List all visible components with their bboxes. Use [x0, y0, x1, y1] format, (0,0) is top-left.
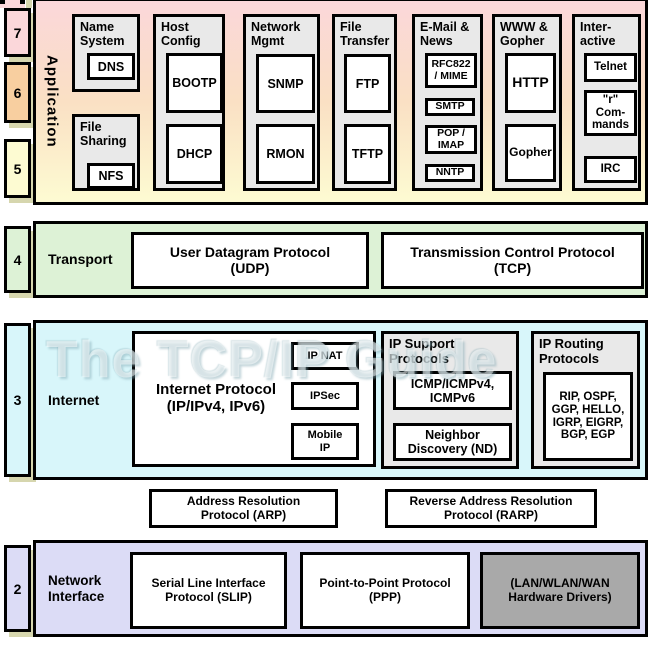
protocol-box-r-commands: "r" Com- mands — [584, 90, 637, 136]
protocol-box-ip-nat: IP NAT — [291, 342, 359, 370]
group-ip-support-protocols: IP Support Protocols ICMP/ICMPv4, ICMPv6… — [381, 331, 519, 469]
protocol-box-mobile-ip: Mobile IP — [291, 423, 359, 460]
group-www-gopher-title: WWW & Gopher — [500, 20, 548, 49]
protocol-box-telnet: Telnet — [584, 53, 637, 82]
group-interactive: Inter- active Telnet "r" Com- mands IRC — [572, 14, 641, 191]
transport-layer-label: Transport — [48, 251, 113, 268]
group-ip-routing-title: IP Routing Protocols — [539, 336, 604, 366]
protocol-box-icmp: ICMP/ICMPv4, ICMPv6 — [393, 371, 512, 410]
group-name-system: Name System DNS — [72, 14, 140, 92]
protocol-box-ip-title: Internet Protocol (IP/IPv4, IPv6) — [155, 381, 276, 415]
group-ip-support-title: IP Support Protocols — [389, 336, 455, 366]
osi-layer-3-number: 3 — [13, 392, 22, 408]
osi-layer-4-number: 4 — [13, 251, 22, 268]
osi-layer-7-badge: 7 — [4, 8, 31, 57]
protocol-box-tcp: Transmission Control Protocol (TCP) — [381, 232, 644, 289]
group-network-mgmt-title: Network Mgmt — [251, 20, 301, 49]
internet-layer-box: Internet Internet Protocol (IP/IPv4, IPv… — [33, 320, 648, 480]
group-file-transfer: File Transfer FTP TFTP — [332, 14, 397, 191]
osi-layer-3-badge: 3 — [4, 323, 31, 477]
cropped-box-fragment — [0, 0, 25, 8]
group-email-news-title: E-Mail & News — [420, 20, 470, 49]
group-file-sharing-title: File Sharing — [80, 120, 127, 149]
protocol-box-tftp: TFTP — [344, 124, 391, 184]
protocol-box-routing-list: RIP, OSPF, GGP, HELLO, IGRP, EIGRP, BGP,… — [543, 372, 633, 461]
group-file-transfer-title: File Transfer — [340, 20, 390, 49]
group-file-sharing: File Sharing NFS — [72, 114, 140, 191]
group-ip-routing-protocols: IP Routing Protocols RIP, OSPF, GGP, HEL… — [531, 331, 640, 469]
cropped-border-fragment — [20, 0, 25, 4]
protocol-box-http: HTTP — [505, 53, 556, 113]
cropped-border-fragment — [0, 0, 5, 4]
transport-layer-box: Transport User Datagram Protocol (UDP) T… — [33, 221, 648, 298]
osi-layer-6-badge: 6 — [4, 62, 31, 123]
protocol-box-irc: IRC — [584, 156, 637, 183]
protocol-box-nfs: NFS — [87, 163, 135, 189]
protocol-box-dns: DNS — [87, 53, 135, 80]
protocol-box-ipsec: IPSec — [291, 382, 359, 410]
protocol-box-ppp: Point-to-Point Protocol (PPP) — [300, 552, 470, 629]
network-interface-layer-box: Network Interface Serial Line Interface … — [33, 540, 648, 637]
protocol-box-ip: Internet Protocol (IP/IPv4, IPv6) IP NAT… — [132, 331, 376, 467]
group-www-gopher: WWW & Gopher HTTP Gopher — [492, 14, 562, 191]
group-network-mgmt: Network Mgmt SNMP RMON — [243, 14, 320, 191]
protocol-box-rfc822-mime: RFC822 / MIME — [425, 53, 477, 88]
application-layer-label: Application — [43, 55, 61, 148]
group-name-system-title: Name System — [80, 20, 125, 49]
protocol-box-hardware-drivers: (LAN/WLAN/WAN Hardware Drivers) — [480, 552, 640, 629]
protocol-box-snmp: SNMP — [256, 54, 315, 113]
protocol-box-ftp: FTP — [344, 54, 391, 113]
group-host-config: Host Config BOOTP DHCP — [153, 14, 225, 191]
protocol-box-dhcp: DHCP — [166, 124, 223, 184]
protocol-box-rmon: RMON — [256, 124, 315, 184]
group-interactive-title: Inter- active — [580, 20, 616, 49]
group-host-config-title: Host Config — [161, 20, 201, 49]
protocol-box-udp: User Datagram Protocol (UDP) — [131, 232, 369, 289]
protocol-box-bootp: BOOTP — [166, 53, 223, 113]
osi-layer-4-badge: 4 — [4, 226, 31, 293]
protocol-box-nntp: NNTP — [425, 164, 475, 182]
osi-layer-6-number: 6 — [13, 84, 22, 101]
cropped-shadow-fragment — [26, 0, 32, 8]
protocol-box-smtp: SMTP — [425, 98, 475, 116]
osi-layer-2-badge: 2 — [4, 545, 31, 632]
network-interface-layer-label: Network Interface — [48, 572, 105, 604]
protocol-box-gopher: Gopher — [505, 124, 556, 182]
osi-layer-7-number: 7 — [13, 24, 22, 41]
protocol-box-pop-imap: POP / IMAP — [425, 125, 477, 154]
osi-layer-2-number: 2 — [13, 580, 22, 597]
osi-layer-5-badge: 5 — [4, 139, 31, 198]
group-email-news: E-Mail & News RFC822 / MIME SMTP POP / I… — [412, 14, 483, 191]
protocol-box-arp: Address Resolution Protocol (ARP) — [149, 489, 338, 528]
protocol-box-rarp: Reverse Address Resolution Protocol (RAR… — [385, 489, 597, 528]
protocol-box-neighbor-discovery: Neighbor Discovery (ND) — [393, 423, 512, 461]
protocol-box-slip: Serial Line Interface Protocol (SLIP) — [130, 552, 287, 629]
osi-layer-5-number: 5 — [13, 160, 22, 177]
application-layer-box: Application Name System DNS File Sharing… — [33, 0, 648, 205]
internet-layer-label: Internet — [48, 391, 100, 408]
